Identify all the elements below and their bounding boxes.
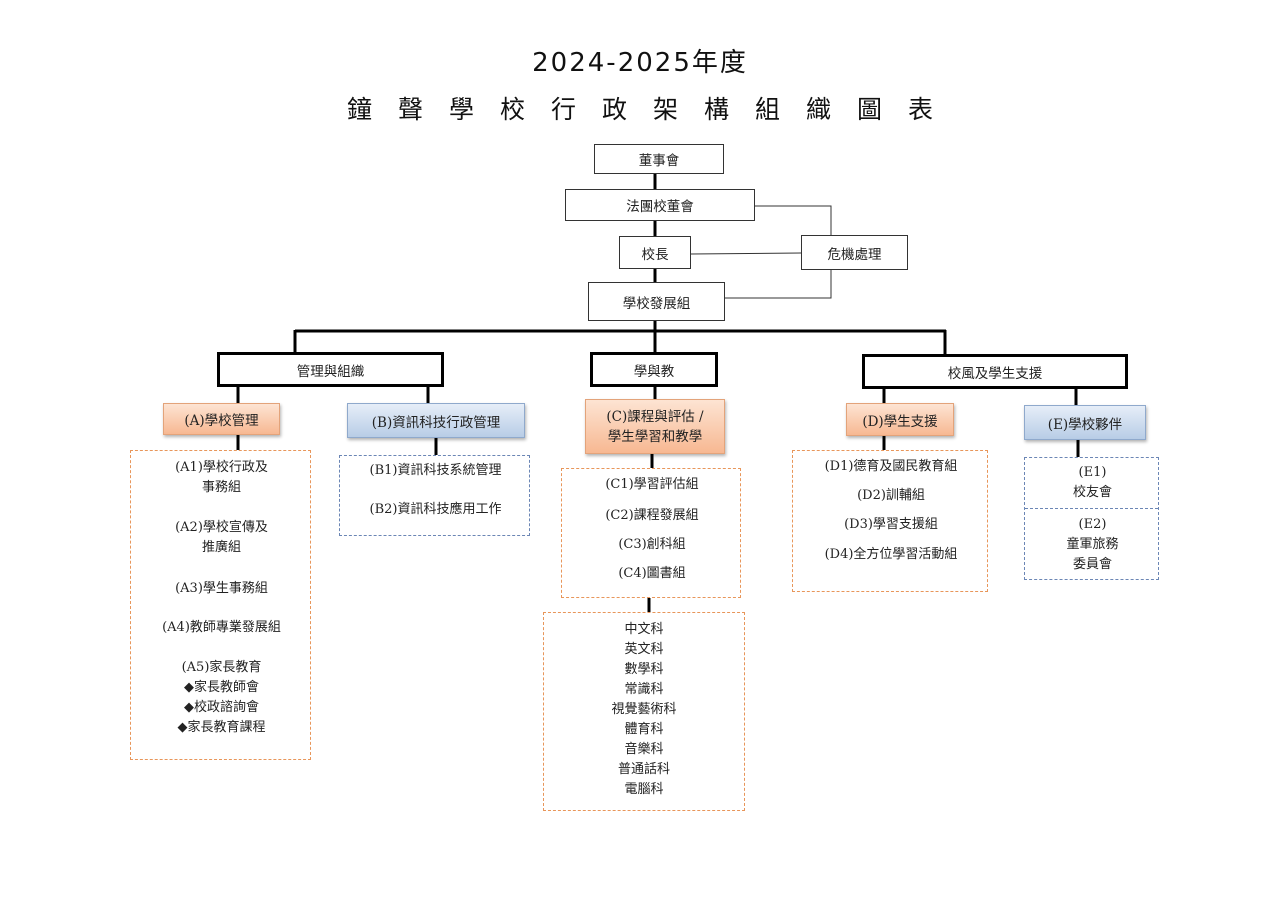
list-item-e2: (E2) 童軍旅務 委員會 xyxy=(1066,517,1119,572)
list-item-a1: (A1)學校行政及 事務組 xyxy=(175,460,268,495)
list-item-a2: (A2)學校宣傳及 推廣組 xyxy=(175,520,268,555)
list-item-d3: (D3)學習支援組 xyxy=(844,517,938,532)
list-item-e1: (E1) 校友會 xyxy=(1072,465,1112,500)
subject-item: 常識科 xyxy=(624,682,664,697)
group-c-header: (C)課程與評估 / 學生學習和教學 xyxy=(585,399,725,454)
principal-box: 校長 xyxy=(619,236,691,269)
subject-item: 普通話科 xyxy=(617,762,670,777)
subject-item: 體育科 xyxy=(624,722,664,737)
school-board-box: 法團校董會 xyxy=(565,189,755,221)
group-c-list: (C1)學習評估組 (C2)課程發展組 (C3)創科組 (C4)圖書組 xyxy=(561,468,741,598)
list-item-c3: (C3)創科組 xyxy=(618,537,686,552)
group-b-list: (B1)資訊科技系統管理 (B2)資訊科技應用工作 xyxy=(339,455,530,536)
subject-item: 視覺藝術科 xyxy=(611,702,677,717)
group-b-header: (B)資訊科技行政管理 xyxy=(347,403,525,438)
subject-item: 音樂科 xyxy=(624,742,664,757)
list-item-a5-bullet-2: ◆校政諮詢會 xyxy=(184,700,259,715)
subject-item: 英文科 xyxy=(624,642,664,657)
list-item-a4: (A4)教師專業發展組 xyxy=(162,620,281,635)
list-item-b1: (B1)資訊科技系統管理 xyxy=(369,463,502,478)
list-item-d4: (D4)全方位學習活動組 xyxy=(824,547,958,562)
branch-management: 管理與組織 xyxy=(217,352,444,387)
crisis-box: 危機處理 xyxy=(801,235,908,270)
group-e-list: (E1) 校友會 (E2) 童軍旅務 委員會 xyxy=(1024,457,1159,580)
group-d-header: (D)學生支援 xyxy=(846,403,954,436)
list-item-a5-bullet-3: ◆家長教育課程 xyxy=(177,720,266,735)
page-title: 鐘聲學校行政架構組織圖表 xyxy=(346,95,959,124)
list-item-d1: (D1)德育及國民教育組 xyxy=(824,459,958,474)
branch-ethos: 校風及學生支援 xyxy=(862,354,1128,389)
group-e-header: (E)學校夥伴 xyxy=(1024,405,1146,440)
subject-item: 數學科 xyxy=(624,662,664,677)
subjects-list: 中文科 英文科 數學科 常識科 視覺藝術科 體育科 音樂科 普通話科 電腦科 xyxy=(543,612,745,811)
list-divider xyxy=(1025,508,1158,509)
board-box: 董事會 xyxy=(594,144,724,174)
branch-teaching: 學與教 xyxy=(590,352,718,387)
year-heading: 2024-2025年度 xyxy=(532,48,748,78)
list-item-a5-bullet-1: ◆家長教師會 xyxy=(184,680,259,695)
subject-item: 電腦科 xyxy=(624,782,664,797)
list-item-c4: (C4)圖書組 xyxy=(618,566,686,581)
list-item-c1: (C1)學習評估組 xyxy=(605,477,699,492)
list-item-a3: (A3)學生事務組 xyxy=(175,581,268,596)
group-a-list: (A1)學校行政及 事務組 (A2)學校宣傳及 推廣組 (A3)學生事務組 (A… xyxy=(130,450,311,760)
list-item-d2: (D2)訓輔組 xyxy=(857,488,925,503)
development-box: 學校發展組 xyxy=(588,282,725,321)
list-item-b2: (B2)資訊科技應用工作 xyxy=(369,502,502,517)
group-a-header: (A)學校管理 xyxy=(163,403,280,435)
list-item-c2: (C2)課程發展組 xyxy=(605,508,699,523)
group-d-list: (D1)德育及國民教育組 (D2)訓輔組 (D3)學習支援組 (D4)全方位學習… xyxy=(792,450,988,592)
list-item-a5: (A5)家長教育 xyxy=(181,660,262,675)
subject-item: 中文科 xyxy=(624,622,664,637)
